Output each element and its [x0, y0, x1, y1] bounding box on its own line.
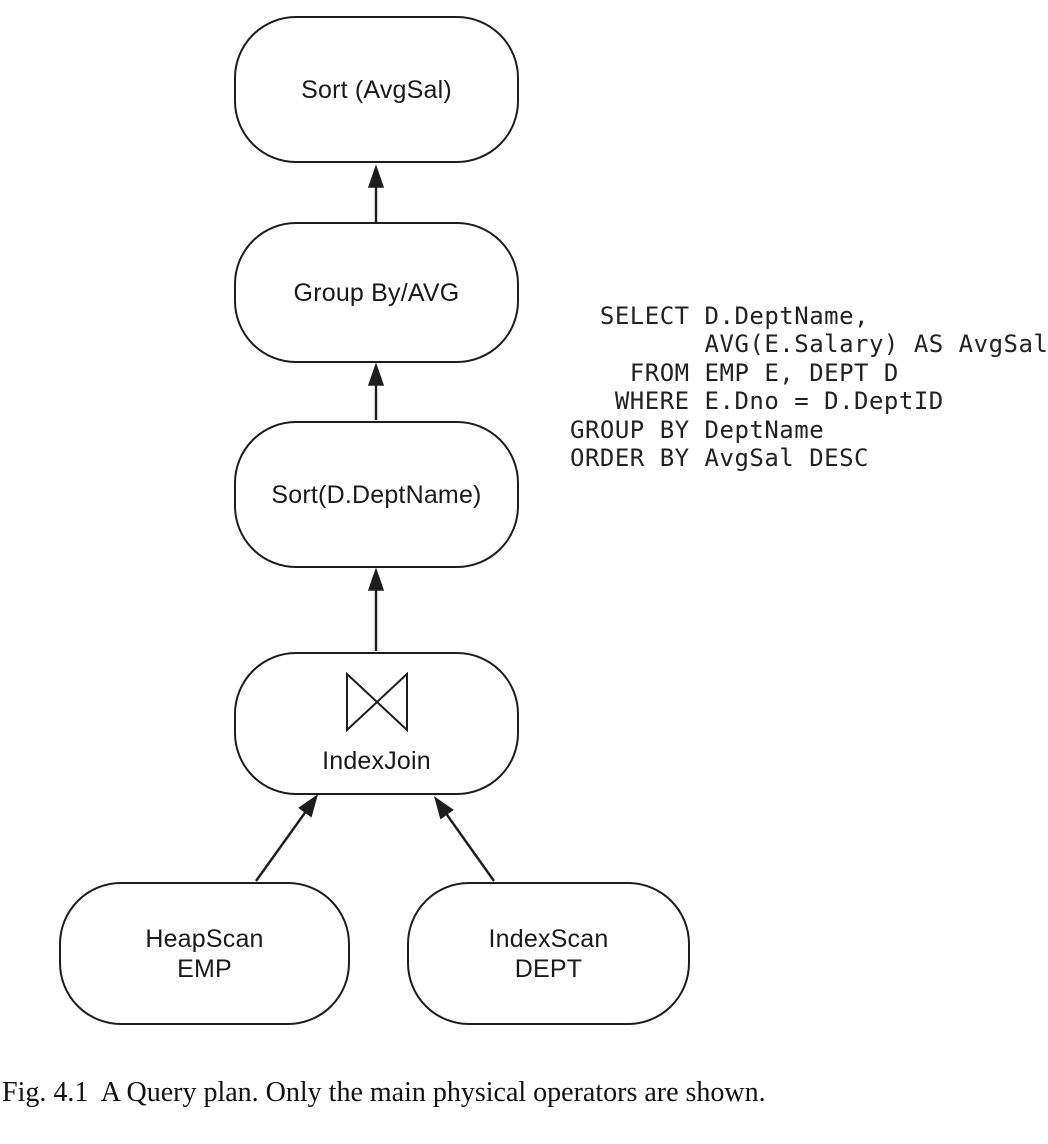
node-label-sort-avgsal: Sort (AvgSal) [301, 75, 452, 104]
edge-indexjoin-to-sortdept [367, 567, 385, 651]
edge-heapscan-to-indexjoin [255, 794, 319, 882]
join-bowtie-icon [345, 671, 408, 732]
node-label-index-join: IndexJoin [322, 746, 431, 775]
plan-node-heapscan-emp: HeapScan EMP [59, 882, 350, 1025]
edge-indexscan-to-indexjoin [433, 796, 495, 882]
figure-caption: Fig. 4.1 A Query plan. Only the main phy… [2, 1077, 766, 1108]
node-label-heapscan-emp: HeapScan EMP [145, 924, 264, 983]
plan-node-sort-deptname: Sort(D.DeptName) [234, 421, 519, 568]
edge-groupby-to-sort [367, 164, 385, 222]
sql-query-text: SELECT D.DeptName, AVG(E.Salary) AS AvgS… [570, 302, 1048, 473]
plan-node-indexscan-dept: IndexScan DEPT [407, 882, 690, 1025]
node-label-group-by-avg: Group By/AVG [293, 278, 460, 307]
plan-node-sort-avgsal: Sort (AvgSal) [234, 16, 519, 163]
node-label-sort-deptname: Sort(D.DeptName) [271, 480, 482, 509]
edge-sortdept-to-groupby [367, 362, 385, 420]
plan-node-index-join: IndexJoin [234, 652, 519, 795]
node-label-indexscan-dept: IndexScan DEPT [488, 924, 609, 983]
plan-node-group-by-avg: Group By/AVG [234, 222, 519, 363]
